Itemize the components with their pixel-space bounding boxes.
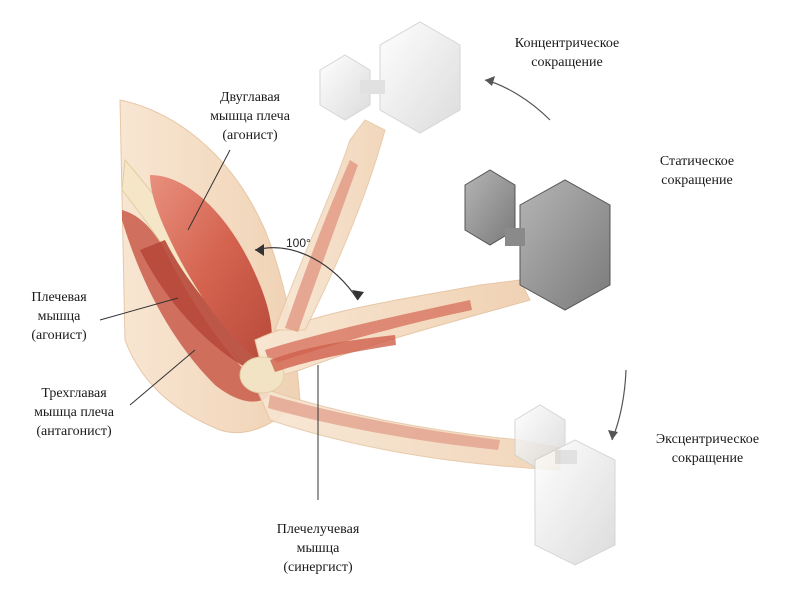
label-eccentric: Эксцентрическое сокращение	[655, 432, 760, 466]
label-brachialis: Плечевая мышца (агонист)	[31, 290, 87, 343]
eccentric-arrow	[611, 369, 627, 441]
dumbbell-concentric	[319, 21, 461, 134]
leader-biceps	[187, 149, 231, 231]
leader-triceps	[129, 349, 196, 406]
label-concentric: Концентрическое сокращение	[514, 36, 620, 70]
brachioradialis-muscle	[270, 335, 396, 372]
label-biceps: Двуглавая мышца плеча (агонист)	[210, 90, 290, 143]
concentric-arrow	[484, 79, 551, 121]
dumbbell-static	[464, 169, 611, 311]
brachialis-muscle	[140, 240, 262, 370]
forearm-raised-muscle	[285, 160, 358, 332]
angle-arrow-left	[255, 244, 264, 256]
eccentric-arrowhead	[608, 430, 618, 440]
label-triceps: Трехглавая мышца плеча (антагонист)	[34, 386, 114, 439]
dumbbell-eccentric	[514, 404, 616, 566]
label-brachioradialis: Плечелучевая мышца (синергист)	[276, 522, 360, 575]
angle-label: 100°	[286, 236, 311, 250]
biceps-muscle	[150, 175, 272, 362]
forearm-lowered-muscle	[268, 395, 500, 450]
leader-brachialis	[99, 297, 179, 321]
label-static: Статическое сокращение	[659, 154, 735, 188]
angle-arrow-right	[352, 290, 364, 300]
angle-arc	[254, 247, 359, 301]
concentric-arrowhead	[485, 76, 495, 86]
